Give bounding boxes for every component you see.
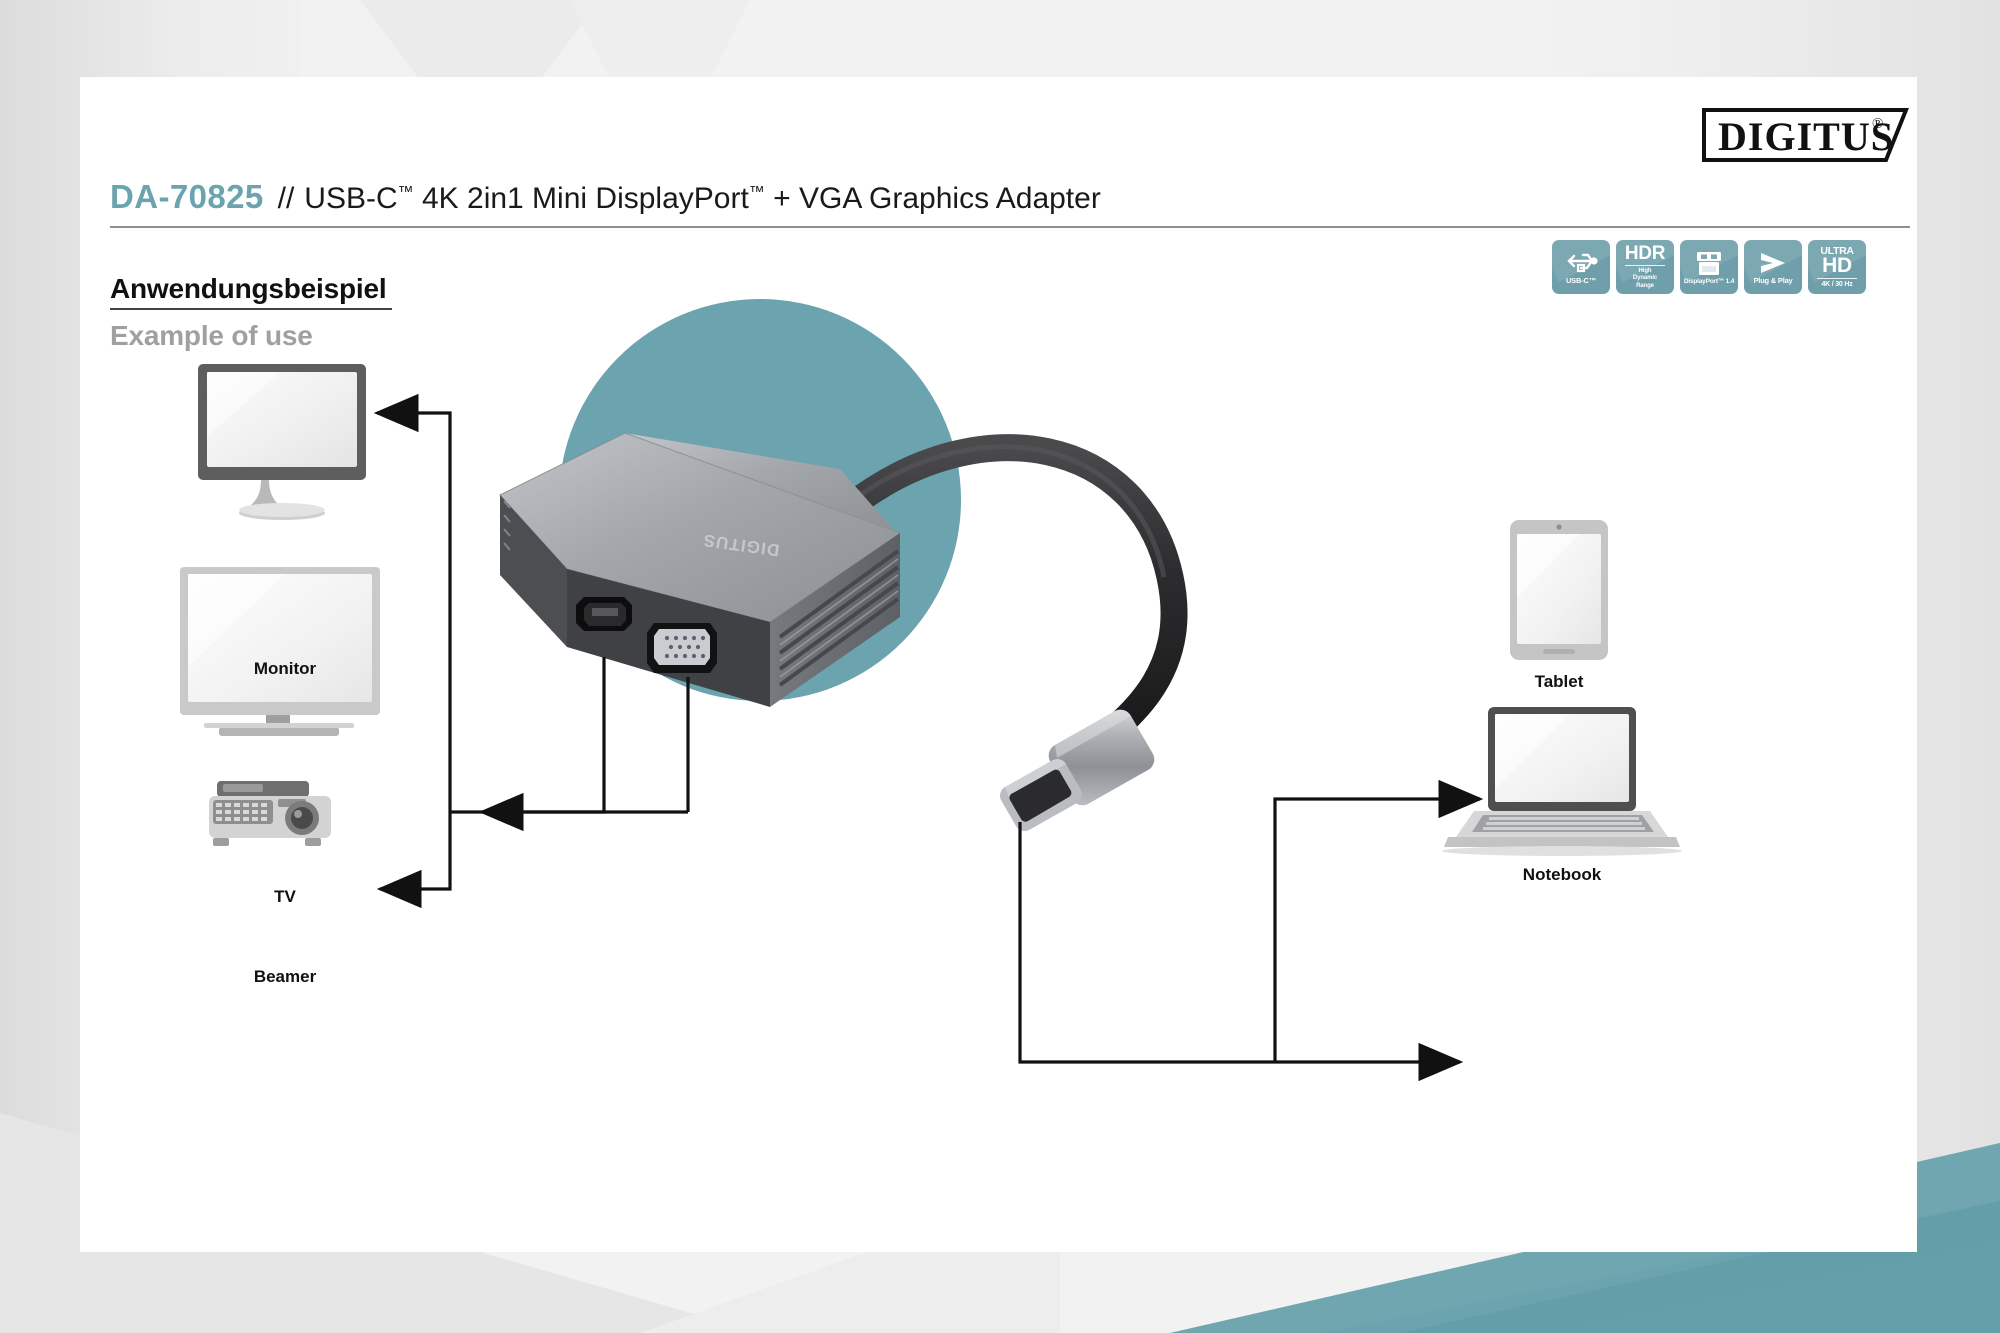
badge-ultra-hd-rule bbox=[1817, 278, 1857, 280]
badge-hdr-rule bbox=[1625, 264, 1665, 266]
badge-ultra-hd-title-small: ULTRA bbox=[1820, 244, 1854, 257]
arrow-from-notebook bbox=[1018, 822, 1464, 1082]
use-case-diagram: DIGITUS bbox=[80, 77, 1917, 1252]
port-mini-displayport bbox=[576, 597, 632, 631]
content-card bbox=[80, 77, 1917, 1252]
arrows-from-sources bbox=[1018, 779, 1484, 1082]
displayport-icon bbox=[1697, 251, 1721, 275]
badge-usb-c[interactable]: USB-C™ bbox=[1552, 240, 1610, 294]
label-notebook: Notebook bbox=[1522, 865, 1602, 884]
arrow-to-tv bbox=[478, 734, 606, 832]
connector-usb-c bbox=[1000, 709, 1155, 831]
trademark-mark-2: ™ bbox=[748, 184, 765, 201]
device-beamer bbox=[209, 781, 331, 846]
device-monitor bbox=[198, 364, 366, 520]
product-adapter: DIGITUS bbox=[499, 432, 1188, 831]
arrow-to-beamer bbox=[376, 812, 452, 909]
badge-displayport[interactable]: DisplayPort™ 1.4 bbox=[1680, 240, 1738, 294]
page-title: USB-C™ 4K 2in1 Mini DisplayPort™ + VGA G… bbox=[304, 182, 1101, 216]
label-monitor: Monitor bbox=[253, 659, 317, 678]
badge-hdr-title: HDR bbox=[1624, 242, 1666, 264]
section-heading-underline bbox=[110, 308, 392, 310]
badge-ultra-hd[interactable]: ULTRA HD 4K / 30 Hz bbox=[1808, 240, 1866, 294]
feature-badge-row: USB-C™ HDR High Dynamic Range DisplayPor… bbox=[1552, 240, 1866, 294]
badge-ultra-hd-label: 4K / 30 Hz bbox=[1821, 281, 1853, 289]
diagram-canvas: DIGITUS bbox=[180, 299, 1682, 1082]
label-tablet: Tablet bbox=[1534, 672, 1584, 691]
arrow-from-tablet bbox=[1273, 779, 1484, 1062]
label-tv: TV bbox=[274, 887, 296, 906]
badge-hdr[interactable]: HDR High Dynamic Range bbox=[1616, 240, 1674, 294]
product-title-row: DA-70825 // USB-C™ 4K 2in1 Mini DisplayP… bbox=[110, 178, 1910, 224]
badge-plug-and-play[interactable]: Plug & Play bbox=[1744, 240, 1802, 294]
device-tv bbox=[180, 567, 380, 736]
device-tablet bbox=[1510, 520, 1608, 660]
digitus-logo: DIGITUS ® bbox=[1700, 104, 1910, 166]
label-beamer: Beamer bbox=[253, 967, 317, 986]
title-separator: // bbox=[277, 182, 295, 215]
digitus-logo-text: DIGITUS bbox=[1718, 114, 1894, 159]
badge-plug-and-play-label: Plug & Play bbox=[1753, 275, 1793, 285]
port-vga bbox=[647, 623, 717, 673]
section-heading-de: Anwendungsbeispiel bbox=[110, 273, 387, 304]
section-heading-en: Example of use bbox=[110, 320, 313, 351]
usb-icon bbox=[1567, 253, 1598, 272]
badge-displayport-label: DisplayPort™ 1.4 bbox=[1683, 277, 1735, 285]
adapter-heat-fins bbox=[778, 549, 900, 687]
title-segment-usbc: USB-C bbox=[304, 182, 398, 215]
title-segment-mid: 4K 2in1 Mini DisplayPort bbox=[413, 182, 749, 215]
arrows-to-displays bbox=[373, 393, 690, 909]
registered-mark: ® bbox=[1872, 116, 1883, 132]
arrow-to-monitor bbox=[373, 393, 452, 812]
badge-hdr-sub: High Dynamic Range bbox=[1632, 267, 1658, 289]
device-notebook bbox=[1442, 707, 1682, 856]
trademark-mark-1: ™ bbox=[397, 184, 414, 201]
title-segment-end: + VGA Graphics Adapter bbox=[764, 182, 1101, 215]
badge-ultra-hd-title: HD bbox=[1822, 254, 1852, 278]
title-divider bbox=[110, 226, 1910, 228]
arrow-icon bbox=[1761, 252, 1785, 273]
badge-usb-c-label: USB-C™ bbox=[1565, 275, 1597, 285]
product-sku: DA-70825 bbox=[110, 178, 264, 215]
